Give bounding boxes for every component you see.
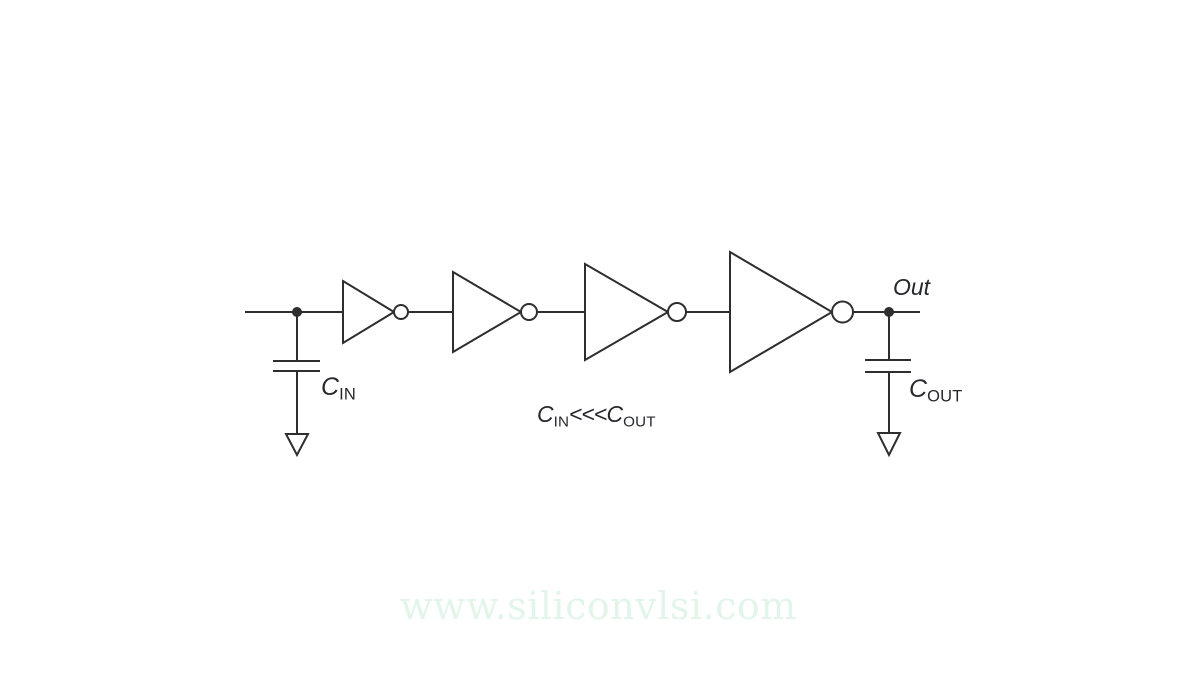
inverter-2-bubble bbox=[520, 303, 538, 321]
relation-left-sub: IN bbox=[553, 413, 570, 431]
cin-ground-icon bbox=[284, 433, 310, 458]
cout-label-sub: OUT bbox=[927, 387, 963, 406]
inverter-2 bbox=[452, 270, 523, 354]
cin-label-base: C bbox=[321, 373, 340, 401]
relation-right-sub: OUT bbox=[623, 413, 656, 431]
out-label: Out bbox=[893, 274, 931, 300]
relation-right-base: C bbox=[606, 401, 624, 427]
watermark: www.siliconvlsi.com bbox=[400, 584, 797, 628]
inverter-3 bbox=[584, 262, 670, 362]
inverter-4 bbox=[729, 250, 834, 374]
relation-left-base: C bbox=[537, 401, 554, 427]
cout-ground-icon bbox=[876, 432, 902, 458]
relation-label: CIN<<<COUT bbox=[537, 401, 656, 431]
inverter-3-bubble bbox=[667, 302, 687, 322]
inverter-1 bbox=[342, 279, 396, 345]
cin-label-sub: IN bbox=[339, 385, 356, 404]
cin-label: CIN bbox=[321, 375, 356, 403]
cout-label-base: C bbox=[909, 375, 928, 403]
inverter-4-bubble bbox=[831, 300, 854, 324]
relation-operator: <<< bbox=[569, 401, 607, 427]
inverter-1-bubble bbox=[393, 304, 409, 320]
cout-label: COUT bbox=[909, 377, 963, 405]
